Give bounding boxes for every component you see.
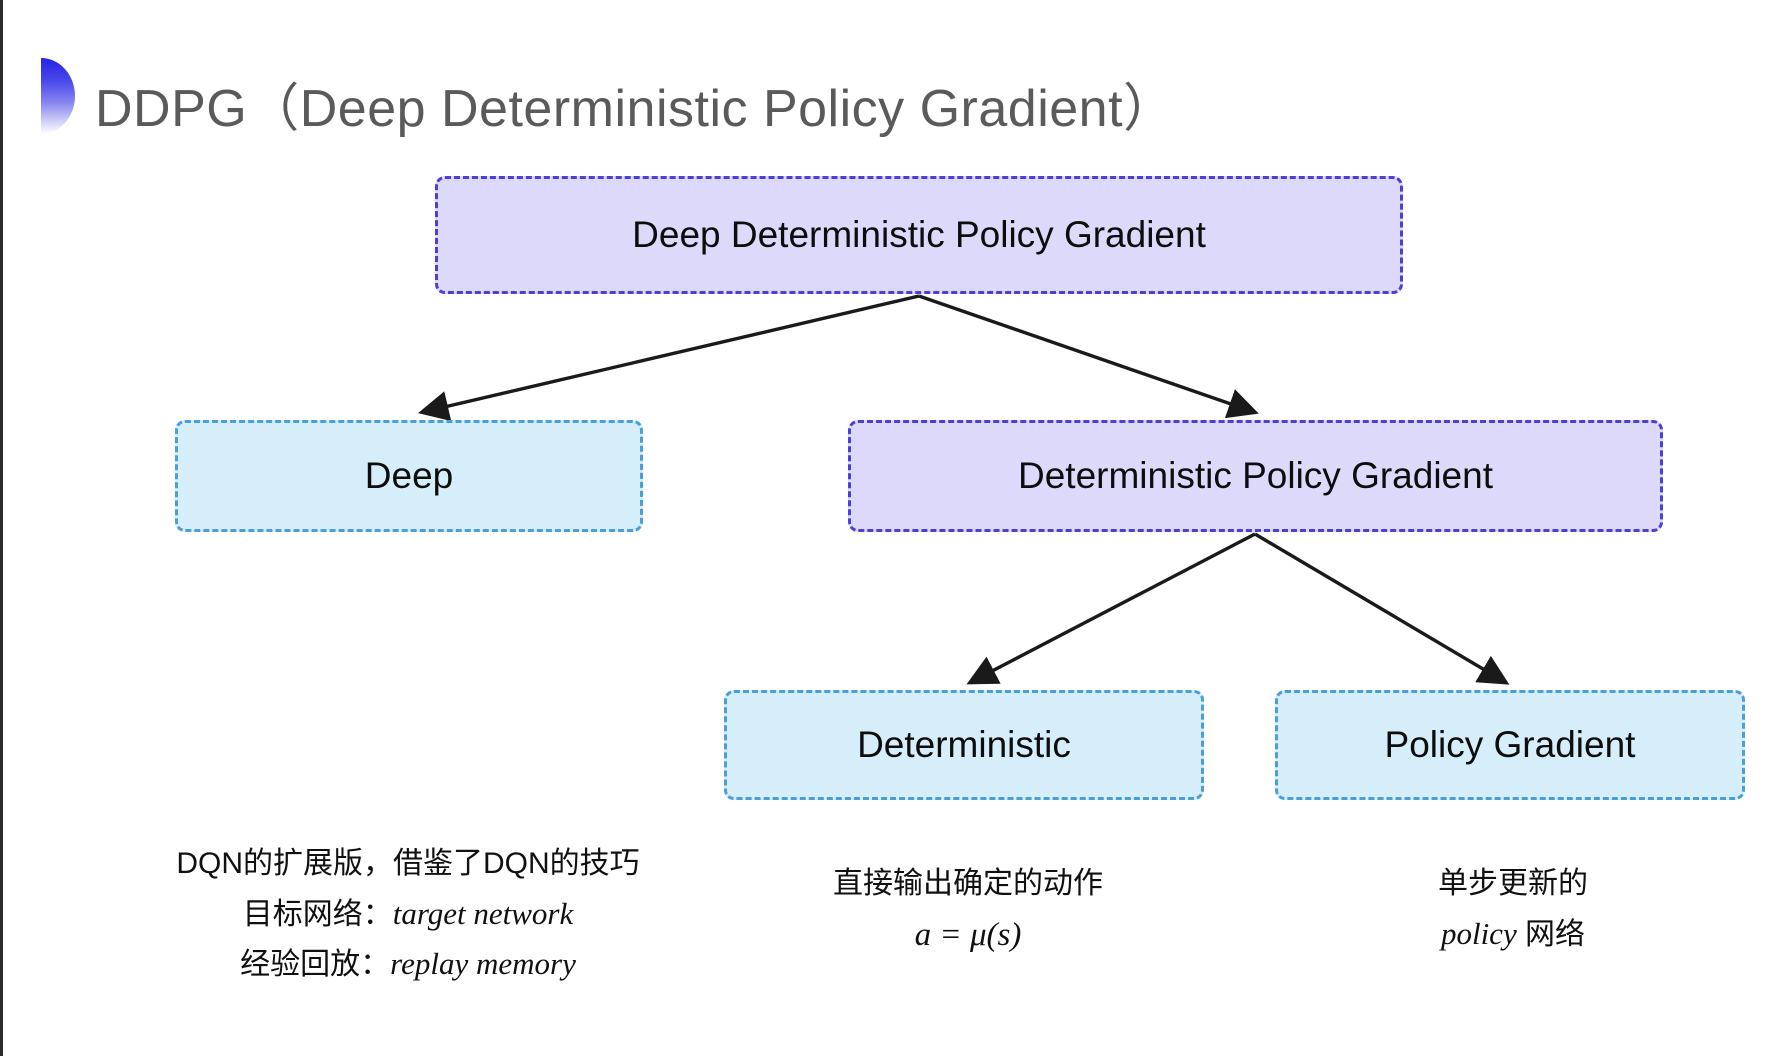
caption-policy-gradient-line2: policy 网络 (1318, 909, 1708, 960)
caption-deep-line2-term: target network (392, 895, 574, 931)
caption-deep-line2: 目标网络：target network (118, 889, 698, 940)
node-policy-gradient[interactable]: Policy Gradient (1275, 690, 1745, 800)
node-deterministic[interactable]: Deterministic (724, 690, 1204, 800)
caption-deep-line3-label: 经验回放： (240, 948, 391, 982)
caption-deterministic: 直接输出确定的动作 a = μ(s) (748, 860, 1188, 962)
node-deep[interactable]: Deep (175, 420, 643, 532)
edge-dpg-to-policy-gradient (1254, 532, 1510, 685)
node-deterministic-policy-gradient[interactable]: Deterministic Policy Gradient (848, 420, 1663, 532)
caption-deep: DQN的扩展版，借鉴了DQN的技巧 目标网络：target network 经验… (118, 840, 698, 990)
node-deterministic-label: Deterministic (857, 723, 1071, 765)
caption-policy-gradient: 单步更新的 policy 网络 (1318, 860, 1708, 959)
caption-deep-line3: 经验回放：replay memory (118, 939, 698, 990)
page-title: DDPG（Deep Deterministic Policy Gradient） (95, 80, 1176, 138)
caption-policy-gradient-suffix: 网络 (1516, 917, 1586, 951)
node-dpg-label: Deterministic Policy Gradient (1018, 454, 1493, 496)
caption-deep-line3-term: replay memory (390, 946, 576, 982)
node-deep-label: Deep (364, 454, 454, 496)
node-root-label: Deep Deterministic Policy Gradient (632, 213, 1206, 255)
caption-policy-gradient-line1: 单步更新的 (1438, 867, 1588, 900)
caption-deterministic-formula: a = μ(s) (914, 916, 1022, 953)
caption-policy-gradient-term: policy (1440, 915, 1517, 951)
caption-deterministic-line1: 直接输出确定的动作 (833, 867, 1103, 900)
caption-deep-line1: DQN的扩展版，借鉴了DQN的技巧 (176, 847, 640, 880)
edge-root-to-dpg (918, 294, 1259, 419)
gradient-halfcircle-bullet-icon (41, 58, 75, 134)
node-policy-gradient-label: Policy Gradient (1384, 723, 1636, 765)
edge-dpg-to-deterministic (966, 532, 1256, 685)
edge-root-to-deep (418, 294, 920, 422)
caption-deep-line2-label: 目标网络： (242, 897, 393, 931)
node-root[interactable]: Deep Deterministic Policy Gradient (435, 176, 1403, 294)
